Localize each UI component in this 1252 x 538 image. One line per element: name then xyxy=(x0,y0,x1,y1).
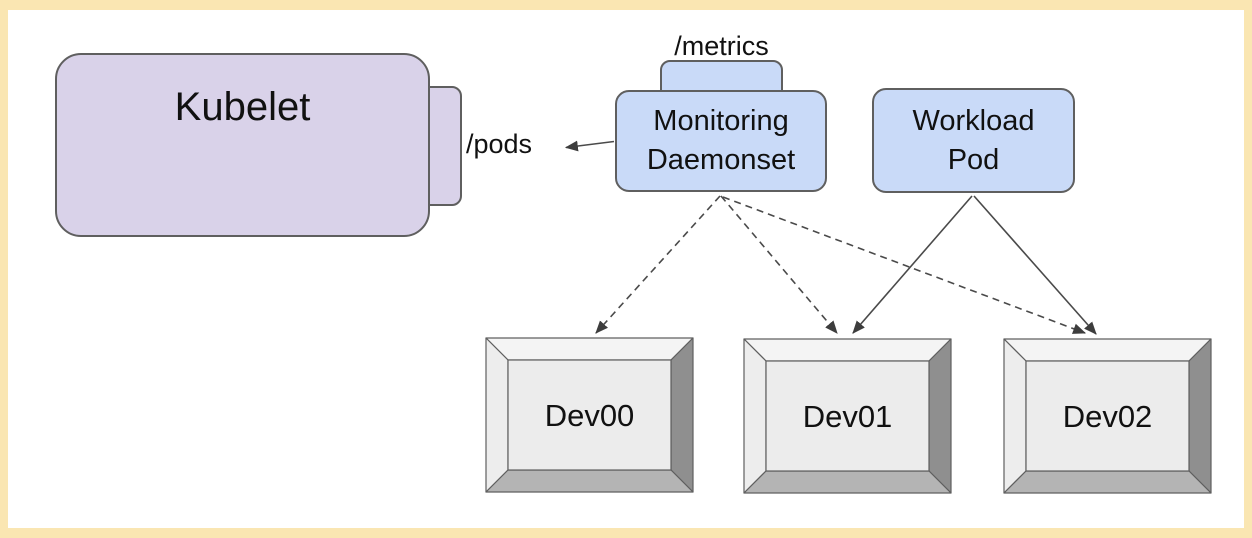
node-workload-pod: Workload Pod xyxy=(872,88,1075,193)
dev02-bevel-bottom-icon xyxy=(1003,470,1212,494)
dev00-bevel-left-icon xyxy=(485,337,509,493)
dev00-bevel-bottom-icon xyxy=(485,469,694,493)
pods-endpoint-label: /pods xyxy=(466,129,533,159)
workload-label-line1: Workload xyxy=(912,104,1035,137)
node-dev02: Dev02 xyxy=(1003,338,1212,494)
dev00-bevel-top-icon xyxy=(485,337,694,361)
dev01-bevel-top-icon xyxy=(743,338,952,362)
dev00-bevel-right-icon xyxy=(670,337,694,493)
dev00-face xyxy=(507,359,672,471)
node-dev00: Dev00 xyxy=(485,337,694,493)
dev02-bevel-top-icon xyxy=(1003,338,1212,362)
dev02-label: Dev02 xyxy=(1063,399,1153,434)
dev00-label: Dev00 xyxy=(545,398,635,433)
dev01-bevel-bottom-icon xyxy=(743,470,952,494)
node-dev01: Dev01 xyxy=(743,338,952,494)
node-kubelet: Kubelet xyxy=(55,53,430,237)
dev01-bevel-right-icon xyxy=(928,338,952,494)
edge-monitoring-to-pods-endpoint xyxy=(564,140,615,152)
kubelet-label: Kubelet xyxy=(174,85,311,129)
metrics-endpoint-label: /metrics xyxy=(674,31,769,61)
dev01-face xyxy=(765,360,930,472)
edge-workload-to-dev01 xyxy=(852,195,973,334)
monitoring-label-line1: Monitoring xyxy=(653,105,789,137)
dev01-bevel-left-icon xyxy=(743,338,767,494)
dev01-label: Dev01 xyxy=(803,399,893,434)
dev02-bevel-left-icon xyxy=(1003,338,1027,494)
edge-monitoring-to-dev02 xyxy=(722,196,1087,334)
edge-monitoring-to-dev01 xyxy=(720,195,838,334)
edge-workload-to-dev02 xyxy=(973,195,1097,335)
dev02-bevel-right-icon xyxy=(1188,338,1212,494)
dev02-face xyxy=(1025,360,1190,472)
monitoring-label-line2: Daemonset xyxy=(646,144,796,176)
workload-label-line2: Pod xyxy=(947,143,1000,176)
node-monitoring-daemonset: Monitoring Daemonset xyxy=(615,90,827,192)
edge-monitoring-to-dev00 xyxy=(595,195,721,334)
